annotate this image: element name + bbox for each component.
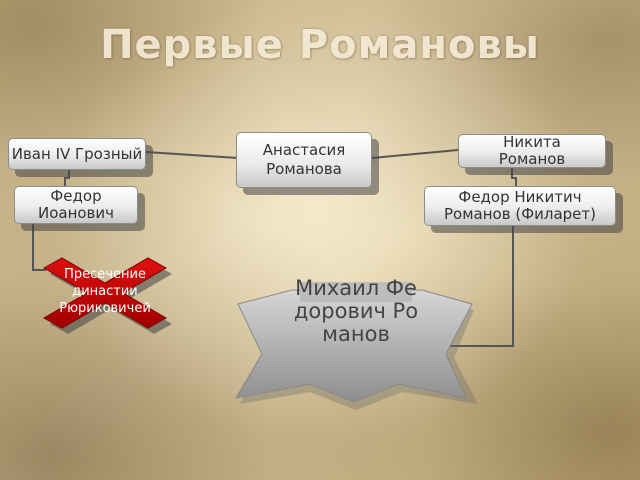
link-ivan-anastasia — [145, 151, 239, 159]
node-mikhail: Михаил Федорович Романов — [293, 276, 419, 346]
node-ivan: Иван IV Грозный — [8, 138, 146, 170]
node-fedor-nikitich: Федор Никитич Романов (Филарет) — [424, 186, 616, 226]
dynasty-end-label: Пресечение династии Рюриковичей — [59, 267, 151, 316]
link-ivan-fedor — [64, 170, 70, 186]
banner-title-bg — [300, 282, 412, 302]
dynasty-end-cross-shape — [42, 257, 168, 329]
slide-title: Первые Романовы — [100, 22, 540, 68]
node-anastasia: Анастасия Романова — [236, 132, 372, 188]
node-nikita: Никита Романов — [458, 134, 606, 168]
node-fedor-ioanovich: Федор Иоанович — [14, 186, 138, 224]
link-fedor-to-cross — [32, 224, 46, 271]
link-filaret-to-mikhail — [446, 226, 514, 347]
link-nikita-fedor-nikitich — [511, 168, 517, 186]
link-anastasia-nikita — [371, 149, 459, 159]
